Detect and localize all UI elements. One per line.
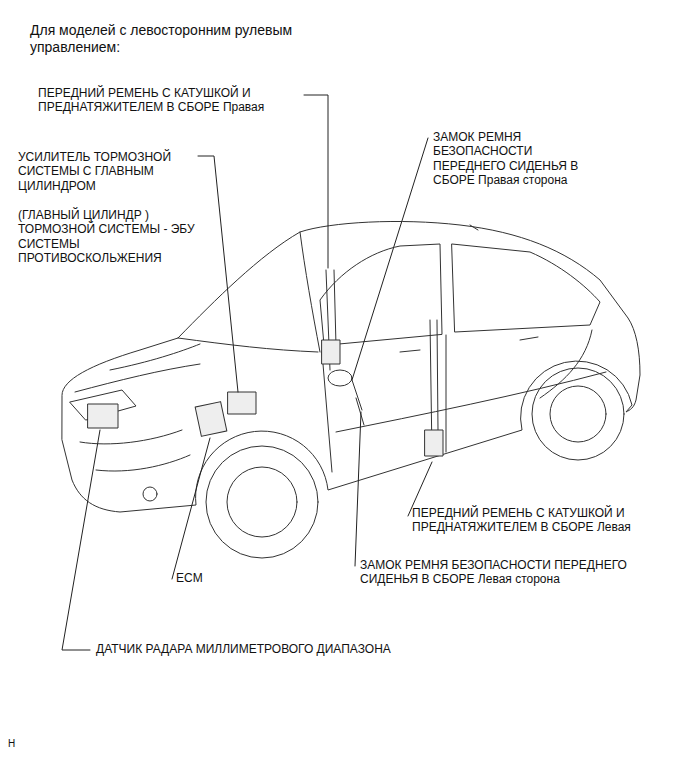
- part-label: ПЕРЕДНИЙ РЕМЕНЬ С КАТУШКОЙ И ПРЕДНАТЯЖИТ…: [412, 506, 684, 535]
- side-crease: [336, 372, 606, 432]
- front-side-window: [320, 244, 442, 345]
- antenna: [470, 225, 478, 230]
- door-handles: [400, 337, 538, 352]
- right-retractor: [322, 340, 340, 364]
- fog-light: [143, 487, 157, 501]
- leader-line: [355, 412, 361, 566]
- ecm-unit: [195, 402, 227, 437]
- brake-booster: [228, 392, 256, 414]
- part-label: ДАТЧИК РАДАРА МИЛЛИМЕТРОВОГО ДИАПАЗОНА: [96, 642, 476, 656]
- hood-lines: [75, 344, 200, 392]
- right-buckle: [352, 380, 362, 410]
- part-label: УСИЛИТЕЛЬ ТОРМОЗНОЙ СИСТЕМЫ С ГЛАВНЫМ ЦИ…: [18, 150, 194, 193]
- leader-line: [62, 430, 100, 650]
- rear-side-window: [452, 244, 600, 332]
- leader-line: [172, 438, 210, 579]
- left-retractor: [425, 430, 443, 456]
- part-label: ЗАМОК РЕМНЯ БЕЗОПАСНОСТИ ПЕРЕДНЕГО СИДЕН…: [360, 558, 680, 587]
- front-wheel: [206, 446, 318, 558]
- a-pillar: [300, 232, 320, 352]
- windshield-base: [178, 338, 318, 352]
- left-buckle: [356, 398, 364, 425]
- figure-code: H: [8, 738, 38, 750]
- part-label: ЗАМОК РЕМНЯ БЕЗОПАСНОСТИ ПЕРЕДНЕГО СИДЕН…: [433, 130, 588, 188]
- rear-rim: [550, 386, 606, 442]
- leader-line: [198, 156, 238, 392]
- leader-line: [304, 95, 328, 268]
- page-title: Для моделей с левосторонним рулевым упра…: [30, 22, 360, 56]
- part-label: ECM: [176, 571, 236, 585]
- leader-line: [352, 138, 428, 380]
- radar-sensor: [88, 404, 118, 428]
- rear-wheel: [532, 368, 624, 460]
- part-label: (ГЛАВНЫЙ ЦИЛИНДР ) ТОРМОЗНОЙ СИСТЕМЫ - Э…: [18, 208, 198, 266]
- part-label: ПЕРЕДНИЙ РЕМЕНЬ С КАТУШКОЙ И ПРЕДНАТЯЖИТ…: [38, 86, 302, 115]
- door-lines: [322, 330, 592, 472]
- front-rim: [227, 467, 297, 537]
- mirror: [328, 370, 352, 386]
